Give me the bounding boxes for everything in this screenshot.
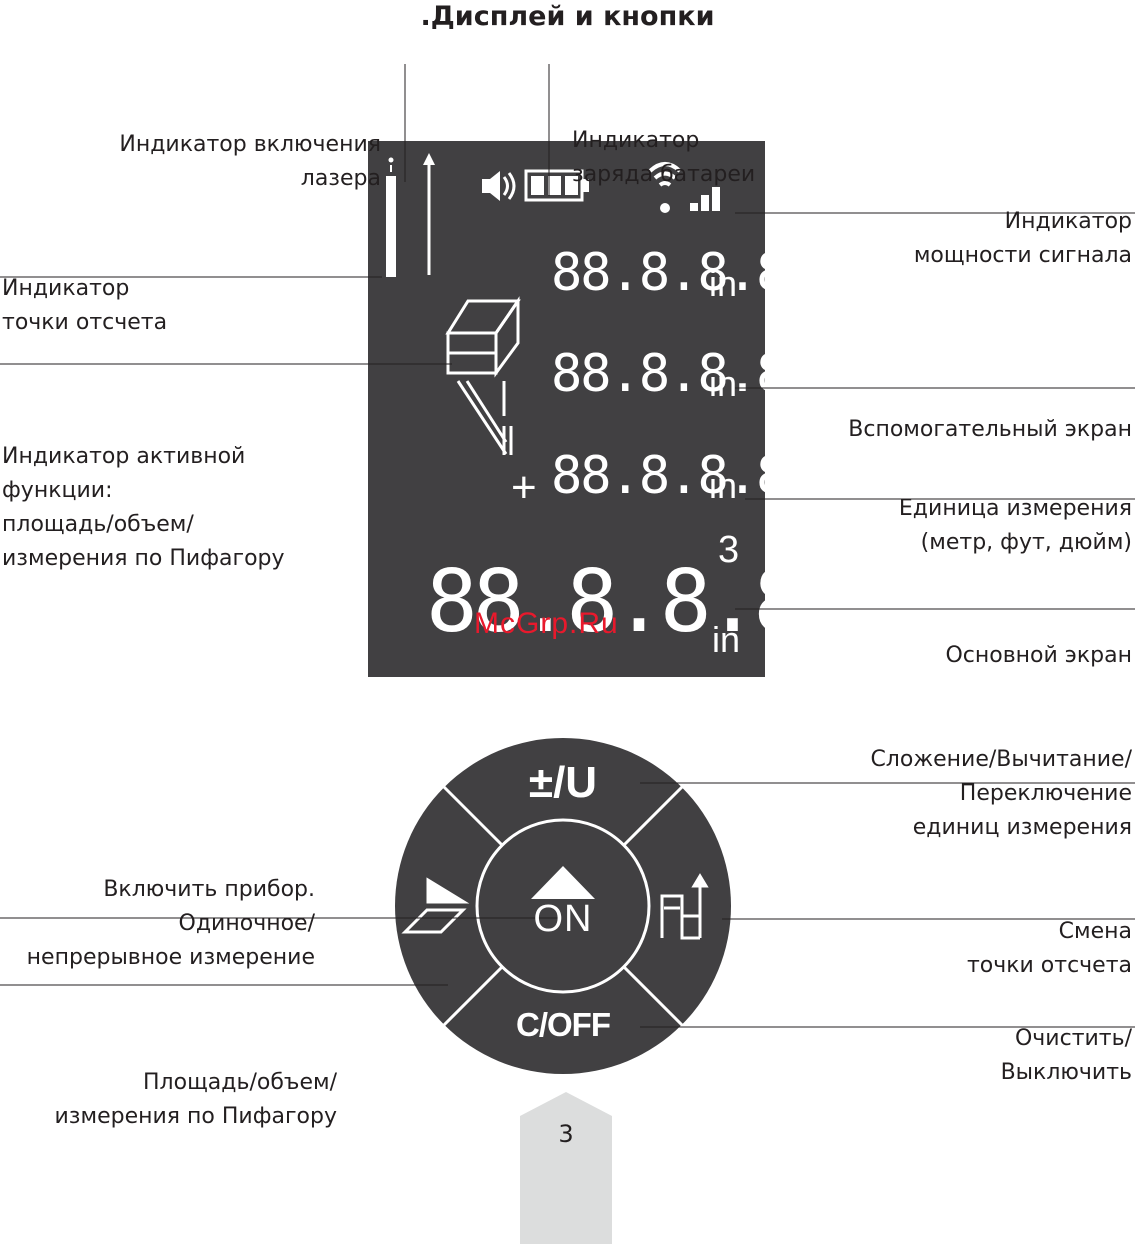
reference-change-button[interactable] [652, 862, 718, 948]
lcd-display: 88.8.8.8 in 88.8.8.8 in + 88.8.8.8 in 3 … [368, 141, 805, 677]
speaker-icon [482, 171, 516, 201]
measure-triangle-icon [531, 866, 595, 899]
signal-bars-icon [690, 187, 720, 211]
page-tab [520, 1092, 612, 1244]
label-clear-off: Очистить/Выключить [1000, 1026, 1132, 1085]
label-area-volume: Площадь/объем/измерения по Пифагору [54, 1070, 337, 1129]
watermark: McGrp.Ru [474, 607, 619, 640]
lcd-row1-unit: in [709, 263, 738, 304]
laser-icon [386, 153, 435, 277]
wifi-icon [648, 162, 682, 187]
page-number: 3 [558, 1120, 574, 1148]
lcd-row3-unit: in [709, 465, 738, 506]
lcd-plus-sign: + [511, 463, 537, 512]
page-title: .Дисплей и кнопки [420, 1, 715, 32]
area-volume-icon [401, 877, 470, 934]
label-main-screen: Основной экран [945, 643, 1132, 668]
label-aux-screen: Вспомогательный экран [848, 417, 1132, 442]
leader-lines [0, 64, 1135, 1028]
on-button[interactable]: ON [533, 898, 593, 940]
keypad [395, 738, 731, 1074]
pythagoras-icon [456, 380, 513, 455]
plus-minus-unit-button[interactable]: ±/U [528, 758, 598, 807]
label-power-on: Включить прибор.Одиночное/непрерывное из… [26, 877, 315, 970]
volume-box-icon [445, 296, 521, 378]
lcd-row2-unit: in [709, 363, 738, 404]
clear-off-button[interactable]: C/OFF [516, 1006, 611, 1043]
lcd-main-digits: 88.8.8.8 [426, 552, 805, 652]
area-volume-button[interactable] [398, 862, 468, 948]
lcd-main-unit: in [712, 619, 741, 660]
lcd-row3-digits: 88.8.8.8 [551, 446, 787, 506]
battery-icon [524, 169, 589, 202]
lcd-icons [386, 153, 720, 455]
lcd-row1-digits: 88.8.8.8 [551, 243, 787, 303]
lcd-row2-digits: 88.8.8.8 [551, 344, 787, 404]
reference-change-icon [660, 873, 709, 940]
lcd-exponent: 3 [718, 529, 740, 571]
label-units: Единица измерения(метр, фут, дюйм) [898, 496, 1132, 555]
